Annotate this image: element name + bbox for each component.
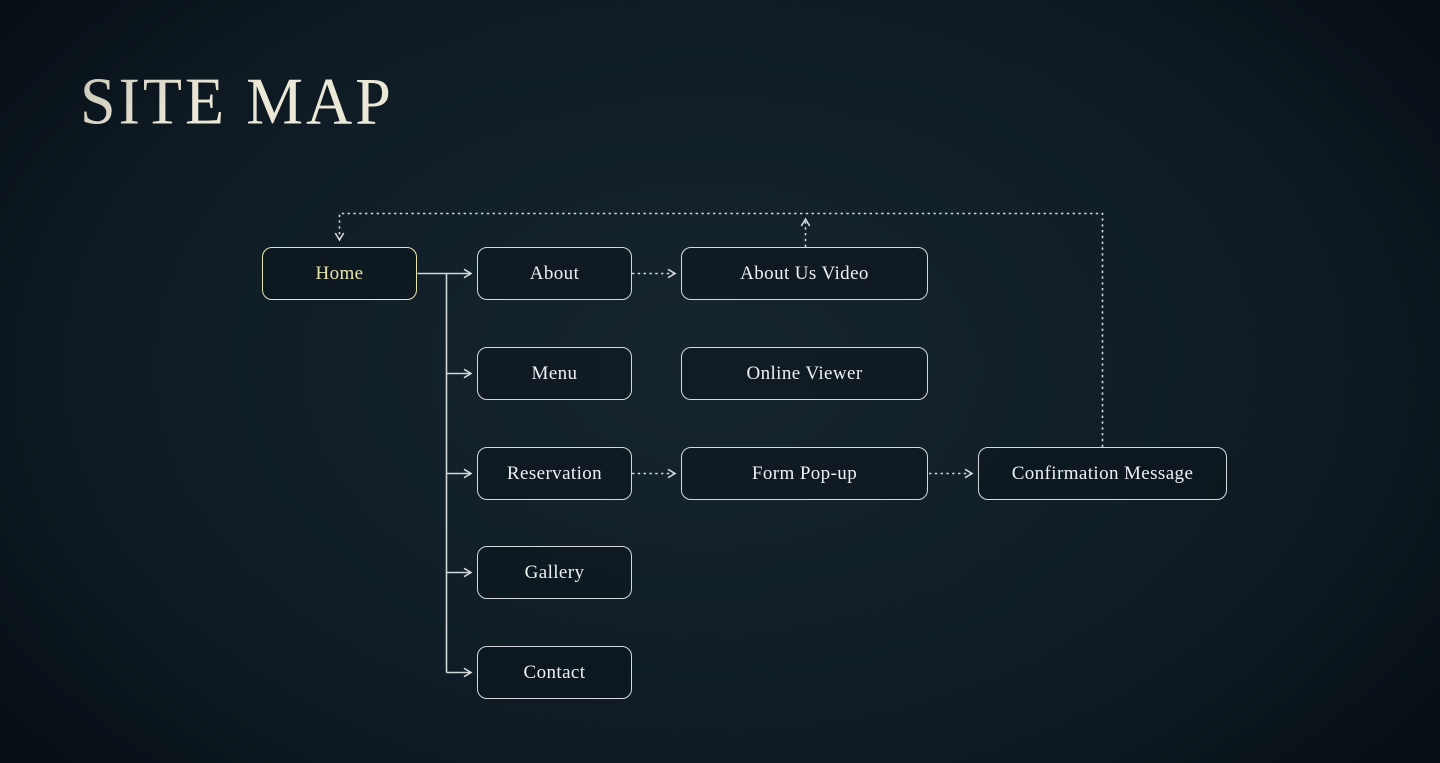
node-contact: Contact <box>477 646 632 699</box>
node-menu-label: Menu <box>531 362 578 384</box>
node-online-viewer-label: Online Viewer <box>746 362 863 384</box>
node-form-popup-label: Form Pop-up <box>751 462 858 484</box>
node-confirmation-message-label: Confirmation Message <box>1011 462 1194 484</box>
node-gallery: Gallery <box>477 546 632 599</box>
connector-confirmation-return-to-home <box>334 212 1104 447</box>
node-about: About <box>477 247 632 300</box>
node-contact-label: Contact <box>523 661 586 683</box>
node-reservation: Reservation <box>477 447 632 500</box>
node-about-label: About <box>529 262 580 284</box>
node-about-us-video: About Us Video <box>681 247 928 300</box>
node-gallery-label: Gallery <box>524 561 585 583</box>
node-confirmation-message: Confirmation Message <box>978 447 1227 500</box>
node-online-viewer: Online Viewer <box>681 347 928 400</box>
node-menu: Menu <box>477 347 632 400</box>
node-home-label: Home <box>315 262 364 284</box>
node-reservation-label: Reservation <box>506 462 603 484</box>
node-form-popup: Form Pop-up <box>681 447 928 500</box>
node-home: Home <box>262 247 417 300</box>
node-about-us-video-label: About Us Video <box>740 262 869 284</box>
page-title: SITE MAP <box>80 64 394 138</box>
